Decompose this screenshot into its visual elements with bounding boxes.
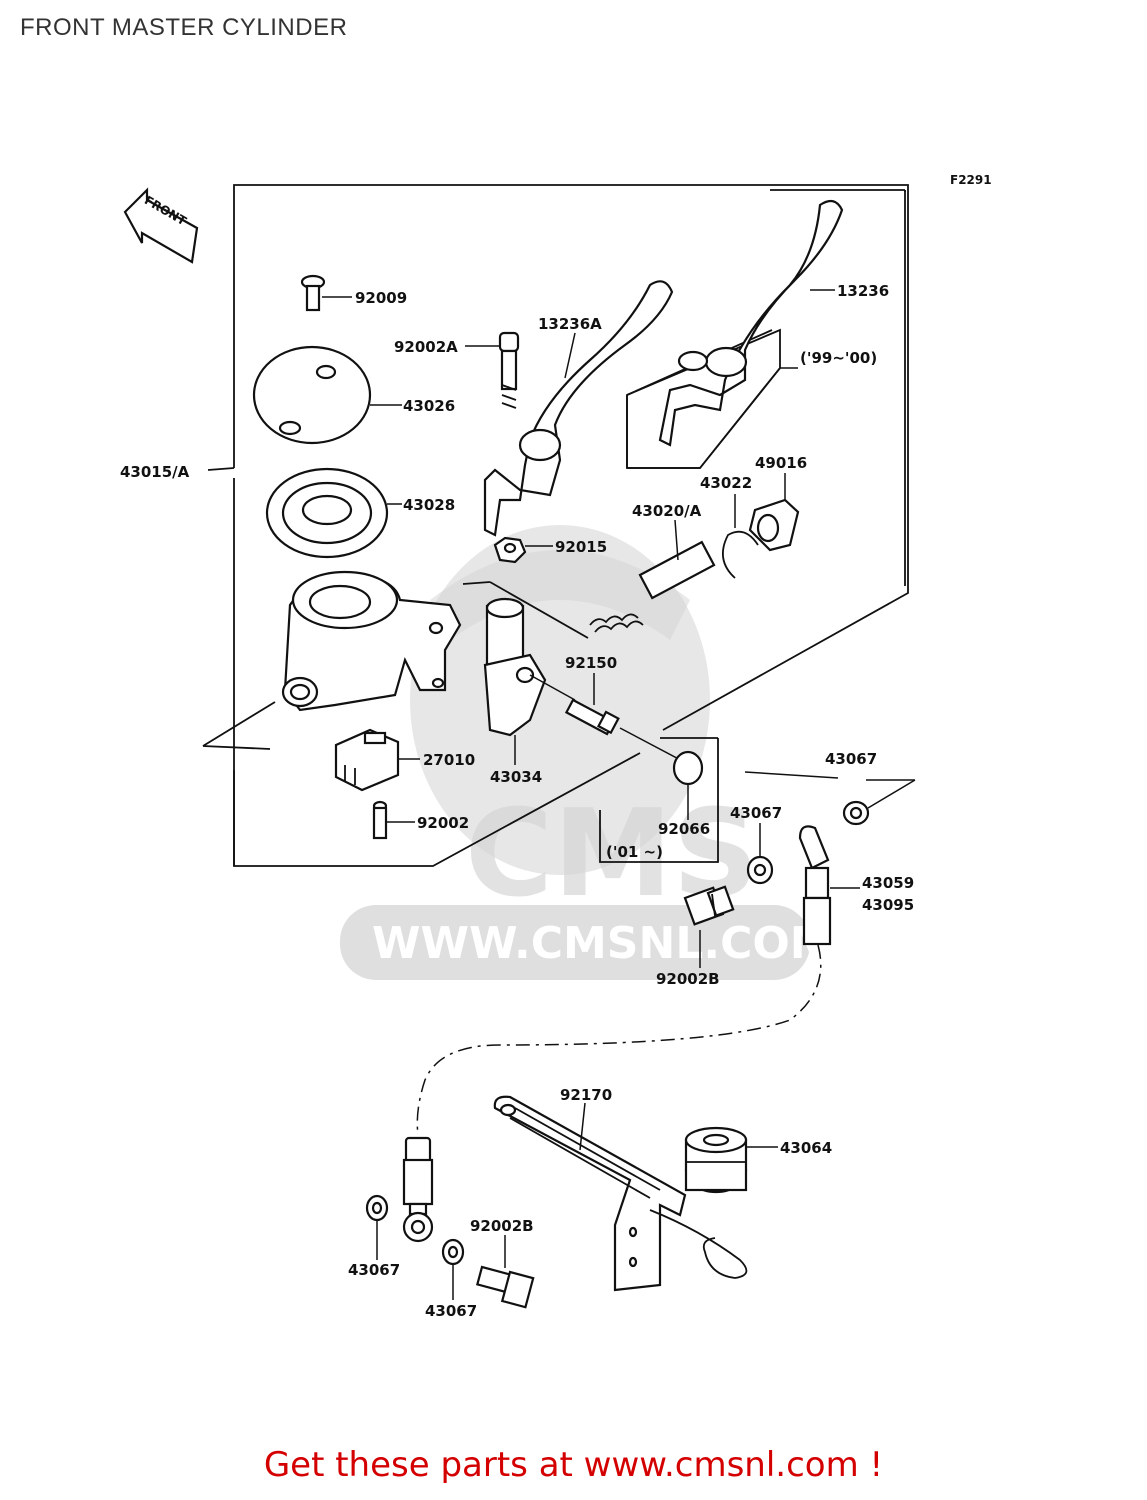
label-43034: 43034 xyxy=(490,768,542,786)
master-cylinder-body xyxy=(281,570,462,712)
label-01: ('01 ~) xyxy=(606,843,663,861)
label-92150: 92150 xyxy=(565,654,617,672)
banjo-bolt-92002b-bottom xyxy=(475,1235,535,1309)
pivot-bolt-92002a xyxy=(465,331,520,409)
label-43020a: 43020/A xyxy=(632,502,702,520)
hose-lower-end xyxy=(402,1136,434,1243)
label-92066: 92066 xyxy=(658,820,710,838)
grommet-43064 xyxy=(684,1126,778,1194)
brake-hose-43059 xyxy=(416,825,860,1136)
watermark: CMS WWW.CMSNL.COM xyxy=(340,525,834,980)
front-arrow-icon: FRONT xyxy=(123,187,199,264)
piston-kit-43020a xyxy=(589,519,716,633)
label-92170: 92170 xyxy=(560,1086,612,1104)
label-49016: 49016 xyxy=(755,454,807,472)
label-13236a: 13236A xyxy=(538,315,602,333)
label-43095: 43095 xyxy=(862,896,914,914)
label-43067-d: 43067 xyxy=(425,1302,477,1320)
label-92015: 92015 xyxy=(555,538,607,556)
label-43015a: 43015/A xyxy=(120,463,190,481)
screw-92002 xyxy=(372,800,415,840)
watermark-url: WWW.CMSNL.COM xyxy=(372,918,834,969)
bolt-92150 xyxy=(529,673,620,736)
label-92009: 92009 xyxy=(355,289,407,307)
cap-92066 xyxy=(672,750,704,820)
assembly-frame xyxy=(202,184,909,867)
circlip-43022 xyxy=(721,494,759,579)
label-13236: 13236 xyxy=(837,282,889,300)
brake-switch-27010 xyxy=(334,728,420,792)
label-43067-a: 43067 xyxy=(825,750,877,768)
figure-code: F2291 xyxy=(950,173,992,187)
nut-92015 xyxy=(493,536,553,564)
footer-link-text[interactable]: Get these parts at www.cmsnl.com ! xyxy=(263,1445,884,1485)
washer-43067-a xyxy=(744,771,916,826)
label-27010: 27010 xyxy=(423,751,475,769)
washer-43067-c xyxy=(365,1194,389,1260)
label-43067-c: 43067 xyxy=(348,1261,400,1279)
dust-boot-49016 xyxy=(748,473,800,552)
brake-lever-13236a xyxy=(483,280,674,537)
label-92002a: 92002A xyxy=(394,338,458,356)
label-43064: 43064 xyxy=(780,1139,832,1157)
label-43026: 43026 xyxy=(403,397,455,415)
label-43022: 43022 xyxy=(700,474,752,492)
parts-diagram: CMS WWW.CMSNL.COM F2291 FRONT 92009 xyxy=(120,173,992,1320)
page-title: FRONT MASTER CYLINDER xyxy=(20,14,348,41)
label-99-00: ('99~'00) xyxy=(800,349,877,367)
label-92002: 92002 xyxy=(417,814,469,832)
label-43067-b: 43067 xyxy=(730,804,782,822)
screw-92009 xyxy=(300,274,352,312)
label-92002b-bottom: 92002B xyxy=(470,1217,534,1235)
label-43059: 43059 xyxy=(862,874,914,892)
label-43028: 43028 xyxy=(403,496,455,514)
diaphragm-43028 xyxy=(265,467,402,559)
banjo-bolt-92002b-top xyxy=(683,885,735,968)
bracket-92170 xyxy=(493,1095,748,1292)
washer-43067-d xyxy=(441,1238,465,1300)
reservoir-cap-43026 xyxy=(252,345,402,445)
brake-lever-13236 xyxy=(658,199,844,447)
label-92002b-top: 92002B xyxy=(656,970,720,988)
inset-frame-01 xyxy=(599,738,719,863)
washer-43067-b xyxy=(746,823,774,885)
